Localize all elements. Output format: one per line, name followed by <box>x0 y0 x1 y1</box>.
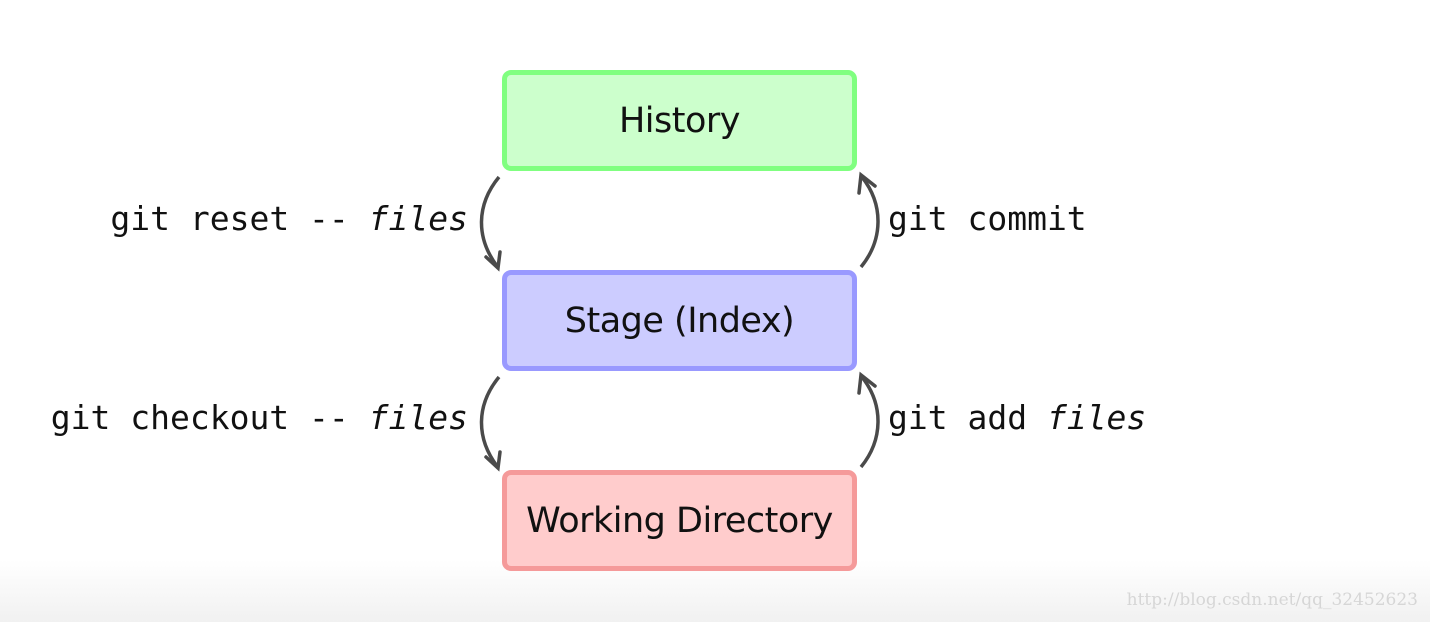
stage-label: Stage (Index) <box>564 300 795 341</box>
arrow-add <box>859 375 880 469</box>
git-reset-cmd: git reset -- <box>110 199 369 238</box>
git-checkout-cmd: git checkout -- <box>50 398 369 437</box>
history-node: History <box>502 70 857 171</box>
arrowhead-commit <box>857 171 877 195</box>
stage-node: Stage (Index) <box>502 270 857 371</box>
git-reset-label: git reset -- files <box>110 199 468 239</box>
git-checkout-arg: files <box>368 398 468 437</box>
git-reset-arg: files <box>368 199 468 238</box>
git-add-label: git add files <box>888 398 1146 438</box>
arrow-reset <box>479 175 501 268</box>
arrow-checkout <box>479 375 501 468</box>
watermark: http://blog.csdn.net/qq_32452623 <box>1126 590 1418 610</box>
git-add-arg: files <box>1046 398 1147 437</box>
working-directory-node: Working Directory <box>502 470 857 571</box>
working-directory-label: Working Directory <box>526 500 833 541</box>
arrow-commit <box>859 175 880 269</box>
arrowhead-checkout <box>484 450 502 472</box>
git-commit-label: git commit <box>888 199 1087 239</box>
history-label: History <box>618 100 741 141</box>
git-add-cmd: git add <box>888 398 1047 437</box>
arrowhead-reset <box>484 250 502 272</box>
arrowhead-add <box>857 371 877 395</box>
git-checkout-label: git checkout -- files <box>51 398 468 438</box>
git-commit-cmd: git commit <box>888 199 1087 238</box>
